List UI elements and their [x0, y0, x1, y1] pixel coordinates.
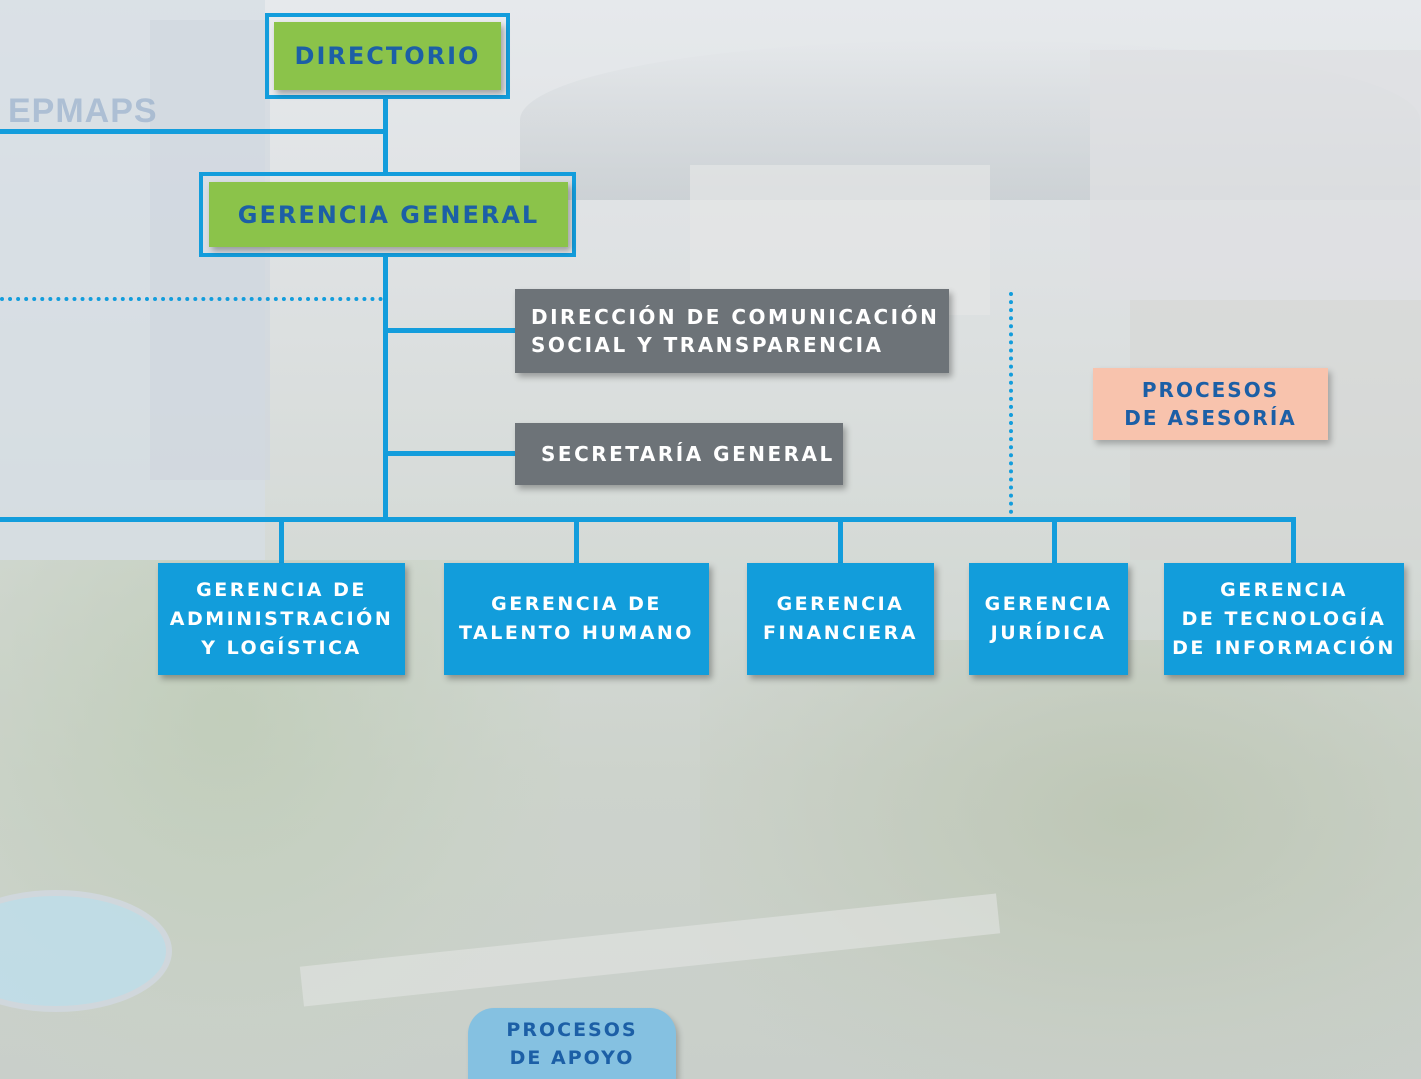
connector-drop-3 [838, 517, 843, 565]
gerencia-juridica-label: GERENCIA JURÍDICA [984, 593, 1113, 644]
gerencia-financiera-box[interactable]: GERENCIA FINANCIERA [747, 563, 934, 675]
directorio-box[interactable]: DIRECTORIO [274, 22, 501, 90]
connector-directorio-to-gerencia [383, 96, 388, 176]
procesos-apoyo-tab[interactable]: PROCESOS DE APOYO [468, 1008, 676, 1079]
connector-comunicacion [383, 328, 517, 333]
procesos-asesoria-box[interactable]: PROCESOS DE ASESORÍA [1093, 368, 1328, 440]
connector-dotted-asesoria [1009, 292, 1013, 514]
connector-dotted-left [0, 297, 383, 301]
gerencia-general-frame: GERENCIA GENERAL [199, 172, 576, 257]
secretaria-box[interactable]: SECRETARÍA GENERAL [515, 423, 843, 485]
gerencia-tecnologia-box[interactable]: GERENCIA DE TECNOLOGÍA DE INFORMACIÓN [1164, 563, 1404, 675]
comunicacion-label: DIRECCIÓN DE COMUNICACIÓN SOCIAL Y TRANS… [531, 305, 940, 357]
gerencia-talento-humano-label: GERENCIA DE TALENTO HUMANO [459, 593, 694, 644]
connector-trunk [383, 254, 388, 522]
gerencia-administracion-label: GERENCIA DE ADMINISTRACIÓN Y LOGÍSTICA [169, 578, 394, 659]
gerencia-administracion-box[interactable]: GERENCIA DE ADMINISTRACIÓN Y LOGÍSTICA [158, 563, 405, 675]
gerencia-general-label: GERENCIA GENERAL [237, 200, 540, 229]
connector-directorio-left [0, 129, 388, 134]
gerencia-financiera-label: GERENCIA FINANCIERA [763, 593, 918, 644]
background-trees-right [700, 640, 1421, 1079]
background-building-left-tower [150, 20, 270, 480]
procesos-asesoria-label: PROCESOS DE ASESORÍA [1124, 378, 1297, 430]
connector-drop-5 [1291, 517, 1296, 565]
comunicacion-box[interactable]: DIRECCIÓN DE COMUNICACIÓN SOCIAL Y TRANS… [515, 289, 949, 373]
connector-drop-1 [279, 517, 284, 565]
directorio-frame: DIRECTORIO [265, 13, 510, 99]
directorio-label: DIRECTORIO [294, 42, 481, 70]
secretaria-label: SECRETARÍA GENERAL [541, 442, 835, 466]
background-building-right [1090, 50, 1421, 300]
connector-drop-4 [1052, 517, 1057, 565]
connector-secretaria [383, 451, 517, 456]
gerencia-general-box[interactable]: GERENCIA GENERAL [209, 182, 568, 247]
background-logo-sign: EPMAPS [8, 92, 158, 130]
gerencia-juridica-box[interactable]: GERENCIA JURÍDICA [969, 563, 1128, 675]
procesos-apoyo-label: PROCESOS DE APOYO [506, 1018, 638, 1069]
connector-drop-2 [574, 517, 579, 565]
gerencia-tecnologia-label: GERENCIA DE TECNOLOGÍA DE INFORMACIÓN [1172, 578, 1396, 659]
gerencia-talento-humano-box[interactable]: GERENCIA DE TALENTO HUMANO [444, 563, 709, 675]
connector-bus [0, 517, 1296, 522]
